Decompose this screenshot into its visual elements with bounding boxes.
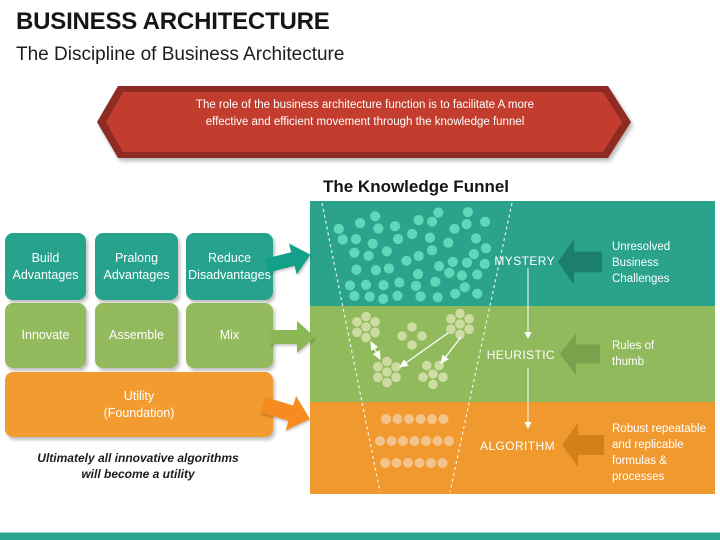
page-title: BUSINESS ARCHITECTURE xyxy=(16,8,330,35)
caption-text: Ultimately all innovative algorithms wil… xyxy=(37,451,239,482)
matrix-box-innovate: Innovate xyxy=(5,303,86,368)
funnel-graphic xyxy=(310,201,715,494)
stage-label-heuristic: HEURISTIC xyxy=(486,348,555,362)
footer-bar xyxy=(0,532,720,540)
banner-hexagon xyxy=(97,86,631,158)
right-arrow-icon-green xyxy=(270,321,315,353)
matrix-box-reduce-disadvantages: Reduce Disadvantages xyxy=(186,233,273,300)
annotation-algorithm: Robust repeatable and replicable formula… xyxy=(612,423,706,484)
banner-text: The role of the business architecture fu… xyxy=(195,99,535,128)
matrix-box-utility-foundation: Utility (Foundation) xyxy=(5,372,273,437)
right-arrow-icon-teal xyxy=(264,243,311,275)
stage-label-mystery: MYSTERY xyxy=(494,254,555,268)
matrix-box-build-advantages: Build Advantages xyxy=(5,233,86,300)
right-arrow-icon-orange xyxy=(260,395,310,431)
matrix-box-pralong-advantages: Pralong Advantages xyxy=(95,233,178,300)
annotation-mystery: Unresolved Business Challenges xyxy=(612,241,671,286)
matrix-box-assemble: Assemble xyxy=(95,303,178,368)
stage-label-algorithm: ALGORITHM xyxy=(480,439,555,453)
knowledge-funnel: MYSTERY HEURISTIC ALGORITHM Unresolved B… xyxy=(310,201,715,494)
page-subtitle: The Discipline of Business Architecture xyxy=(16,44,345,65)
funnel-title: The Knowledge Funnel xyxy=(322,177,510,196)
matrix-box-mix: Mix xyxy=(186,303,273,368)
annotation-heuristic: Rules of thumb xyxy=(612,340,655,369)
